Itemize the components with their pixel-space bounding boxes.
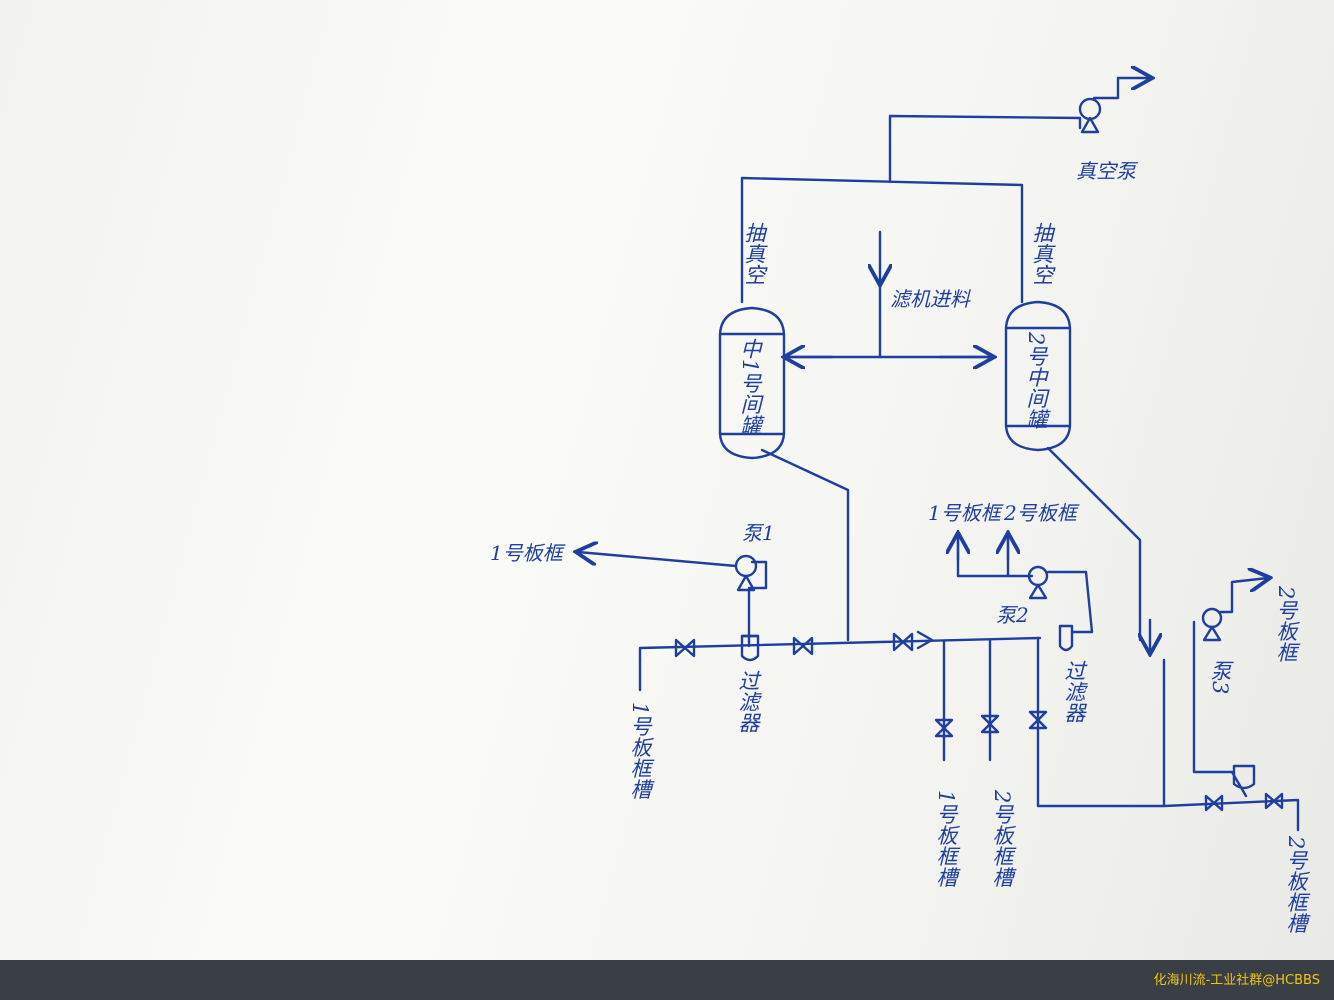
label-pump-3: 泵3 [1208, 660, 1233, 694]
svg-text:抽真空: 抽真空 [742, 222, 767, 285]
svg-text:抽真空: 抽真空 [1030, 222, 1055, 285]
tank-2-vessel [1004, 300, 1072, 452]
label-out-2-right: 2号板框 [1274, 585, 1299, 662]
tank-1-vessel [718, 306, 786, 460]
label-tank-1: 中1号间罐 [737, 338, 763, 435]
label-filter-1: 过滤器 [736, 670, 761, 733]
pump-3-symbol [1201, 607, 1223, 642]
out-2-right-line [1218, 578, 1268, 614]
pump-2-symbol [1027, 565, 1049, 600]
out-1-left-line [578, 552, 738, 568]
label-filter-2: 过滤器 [1062, 660, 1087, 723]
tank-1-outlet-line [760, 448, 850, 642]
label-in-1-mid: 1号板框槽 [933, 790, 959, 887]
label-in-2-right: 2号板框槽 [1283, 835, 1309, 933]
valve-2 [792, 636, 814, 656]
valve-6 [1028, 710, 1048, 730]
label-out-1-left: 1号板框 [490, 541, 566, 565]
svg-text:泵3: 泵3 [1208, 660, 1233, 694]
valve-1 [674, 638, 696, 658]
svg-text:2号板框槽: 2号板框槽 [1283, 835, 1309, 933]
valve-3 [892, 632, 914, 652]
watermark-text: 化海川流-工业社群@HCBBS [1153, 973, 1320, 988]
main-header-line [638, 636, 1042, 662]
label-pump-1: 泵1 [742, 521, 775, 545]
valve-5 [980, 714, 1000, 734]
label-vacuum-pump: 真空泵 [1076, 159, 1139, 183]
filter-2-symbol [1058, 624, 1074, 652]
label-vacuum-right: 抽真空 [1030, 222, 1055, 285]
label-in-2-mid: 2号板框槽 [989, 789, 1015, 887]
label-vacuum-left: 抽真空 [742, 222, 767, 285]
svg-text:过滤器: 过滤器 [736, 670, 761, 733]
label-filter-feed: 滤机进料 [890, 287, 971, 311]
pump-3-line [1192, 620, 1248, 798]
svg-text:2号板框槽: 2号板框槽 [989, 789, 1015, 887]
paper-sheet [0, 0, 1334, 960]
vacuum-pump-symbol [1078, 97, 1102, 134]
svg-text:1号板框槽: 1号板框槽 [933, 790, 959, 887]
filter-3-symbol [1232, 764, 1256, 790]
label-pump-2: 泵2 [996, 603, 1029, 627]
svg-text:1号板框槽: 1号板框槽 [627, 702, 653, 799]
valve-7 [1204, 794, 1224, 812]
svg-text:2号中间罐: 2号中间罐 [1023, 331, 1049, 429]
label-out-1-top: 1号板框 [928, 501, 1004, 525]
label-out-2-top: 2号板框 [1003, 501, 1080, 525]
label-tank-2: 2号中间罐 [1023, 331, 1049, 429]
header-flow-arrow [916, 630, 934, 650]
vacuum-exhaust-line [1092, 78, 1150, 100]
tank-2-outlet-line [1046, 446, 1142, 642]
svg-text:中1号间罐: 中1号间罐 [737, 338, 763, 435]
svg-text:过滤器: 过滤器 [1062, 660, 1087, 723]
pump-1-riser [747, 560, 768, 648]
valve-4 [934, 718, 954, 738]
label-in-1-left: 1号板框槽 [627, 702, 653, 799]
filter-1-symbol [740, 634, 760, 662]
svg-text:2号板框: 2号板框 [1274, 585, 1299, 662]
tank-2-bottom-line [1162, 658, 1300, 832]
vacuum-header-line [740, 114, 1082, 304]
valve-8 [1264, 792, 1284, 810]
drop-line-c [1036, 638, 1166, 808]
